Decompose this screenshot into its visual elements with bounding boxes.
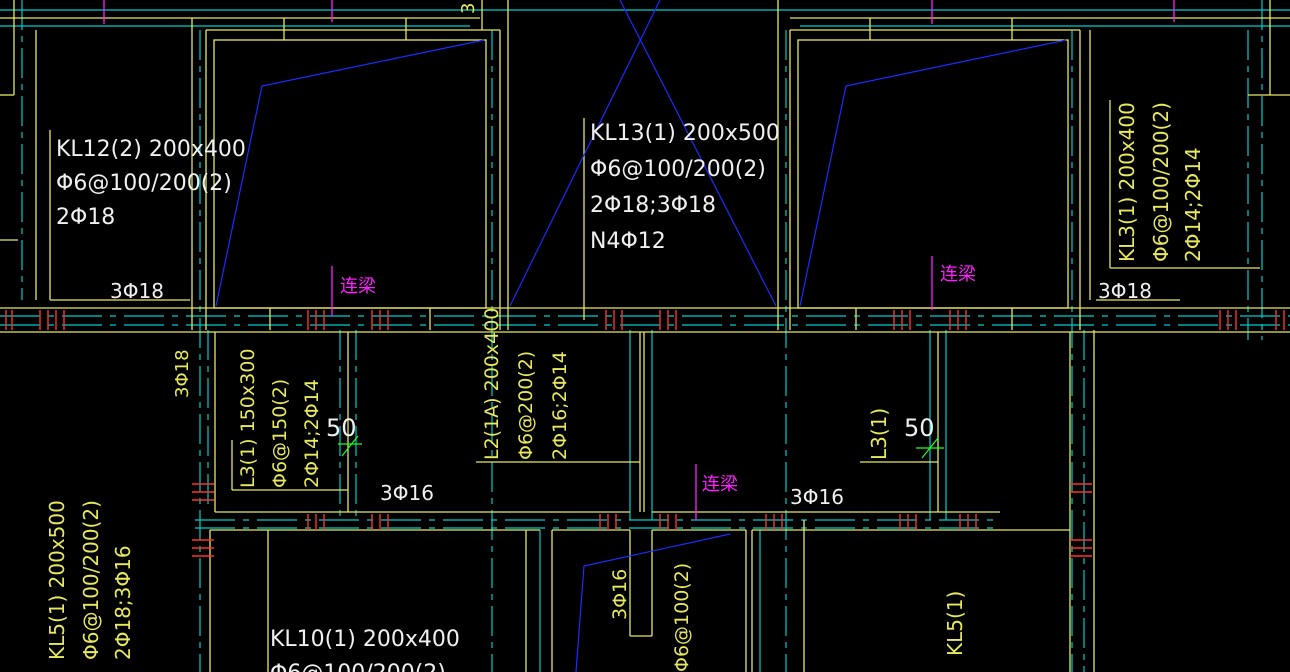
l3-left-line2: Φ6@150(2) — [269, 379, 291, 488]
rebar-3phi18-vert-text: 3Φ18 — [172, 349, 193, 398]
kl5-left-line1: KL5(1) 200x500 — [45, 500, 69, 660]
l3-left-label: L3(1) 150x300 Φ6@150(2) 2Φ14;2Φ14 — [237, 349, 323, 488]
l3-right-text: L3(1) — [867, 408, 891, 460]
l3-right-label: L3(1) — [867, 408, 891, 460]
kl3-label: KL3(1) 200x400 Φ6@100/200(2) 2Φ14;2Φ14 — [1115, 102, 1205, 262]
rebar-3phi16-b: 3Φ16 — [790, 485, 844, 509]
magenta-marks — [103, 0, 1175, 520]
opening-diagonals — [215, 0, 1067, 672]
top-fragment: 3 — [458, 3, 479, 14]
lower-mid-note-2: Φ6@100(2) — [671, 563, 693, 672]
kl3-line3: 2Φ14;2Φ14 — [1181, 147, 1205, 262]
kl12-line2: Φ6@100/200(2) — [56, 171, 232, 196]
l3-left-line3: 2Φ14;2Φ14 — [301, 379, 323, 488]
kl13-line4: N4Φ12 — [590, 229, 666, 254]
kl13-label: KL13(1) 200x500 Φ6@100/200(2) 2Φ18;3Φ18 … — [590, 121, 780, 254]
kl5-left-line3: 2Φ18;3Φ16 — [111, 545, 135, 660]
lower-mid-text-1: 3Φ16 — [609, 569, 631, 620]
kl10-label: KL10(1) 200x400 Φ6@100/200(2) — [270, 627, 460, 672]
l3-left-line1: L3(1) 150x300 — [237, 349, 259, 488]
kl3-line1: KL3(1) 200x400 — [1115, 102, 1139, 262]
lower-mid-text-2: Φ6@100(2) — [671, 563, 693, 672]
kl5-right-label: KL5(1) — [943, 591, 967, 656]
rebar-labels: 3Φ18 3Φ18 3Φ16 3Φ16 50 50 — [110, 279, 1152, 509]
kl5-right-text: KL5(1) — [943, 591, 967, 656]
lower-mid-note-1: 3Φ16 — [609, 569, 631, 620]
kl12-line1: KL12(2) 200x400 — [56, 137, 246, 162]
kl5-left-label: KL5(1) 200x500 Φ6@100/200(2) 2Φ18;3Φ16 — [45, 500, 135, 660]
kl13-line1: KL13(1) 200x500 — [590, 121, 780, 146]
kl10-line2: Φ6@100/200(2) — [270, 661, 446, 672]
dimension-ticks — [338, 435, 944, 459]
kl12-label: KL12(2) 200x400 Φ6@100/200(2) 2Φ18 — [56, 137, 246, 230]
lianliang-3: 连梁 — [702, 474, 738, 495]
top-fragment-text: 3 — [458, 3, 479, 14]
rebar-3phi16-a: 3Φ16 — [380, 481, 434, 505]
rebar-3phi18-right: 3Φ18 — [1098, 279, 1152, 303]
kl5-left-line2: Φ6@100/200(2) — [79, 500, 103, 660]
dim-50-right: 50 — [904, 414, 935, 442]
dim-50-left: 50 — [326, 414, 357, 442]
hatch-marks — [5, 310, 1285, 557]
rebar-3phi18-vert: 3Φ18 — [172, 349, 193, 398]
l2-label: L2(1A) 200x400 Φ6@200(2) 2Φ16;2Φ14 — [481, 308, 571, 460]
kl12-line3: 2Φ18 — [56, 205, 115, 230]
l2-line3: 2Φ16;2Φ14 — [549, 351, 571, 460]
kl3-line2: Φ6@100/200(2) — [1149, 102, 1173, 262]
kl10-line1: KL10(1) 200x400 — [270, 627, 460, 652]
kl13-line3: 2Φ18;3Φ18 — [590, 193, 716, 218]
rebar-3phi18-left: 3Φ18 — [110, 279, 164, 303]
lianliang-2: 连梁 — [940, 264, 976, 285]
lianliang-1: 连梁 — [340, 276, 376, 297]
l2-line1: L2(1A) 200x400 — [481, 308, 503, 460]
kl13-line2: Φ6@100/200(2) — [590, 157, 766, 182]
l2-line2: Φ6@200(2) — [515, 351, 537, 460]
lianliang-labels: 连梁 连梁 连梁 — [340, 264, 976, 495]
